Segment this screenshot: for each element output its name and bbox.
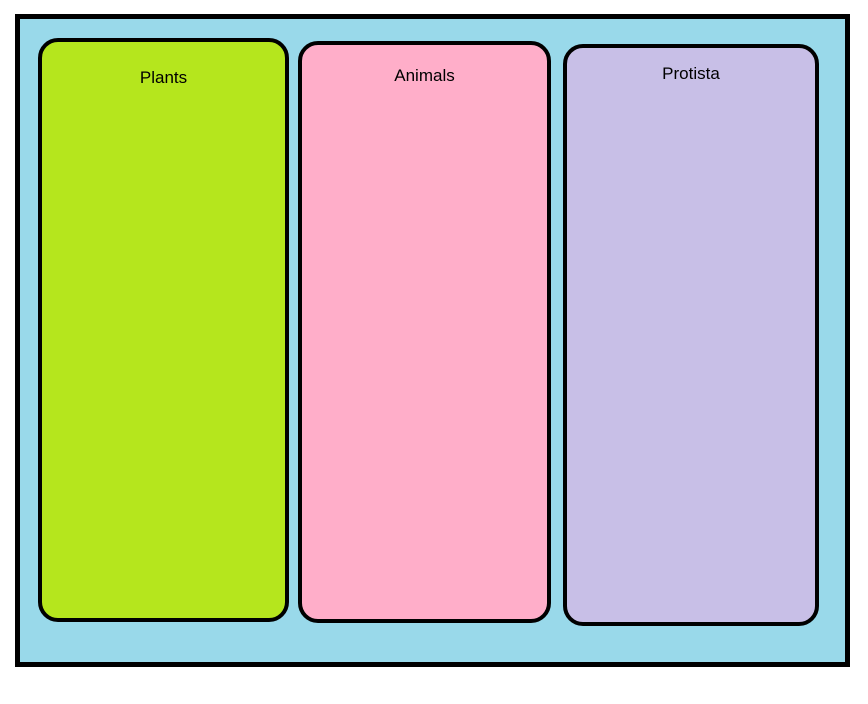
- category-label-animals: Animals: [394, 66, 455, 85]
- category-label-plants: Plants: [139, 68, 188, 87]
- category-box-animals: Animals: [298, 41, 551, 623]
- category-label-protista: Protista: [662, 64, 720, 83]
- category-box-plants: Plants: [38, 38, 289, 622]
- category-box-protista: Protista: [563, 44, 819, 626]
- diagram-frame: Plants Animals Protista: [15, 14, 850, 667]
